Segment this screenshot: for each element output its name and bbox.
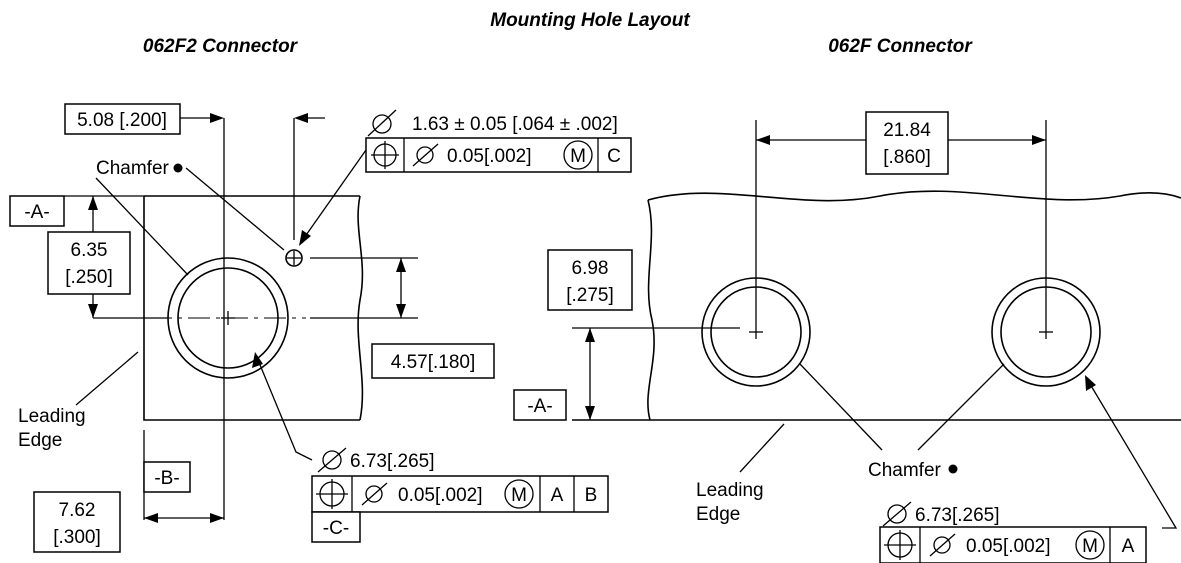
right-hole-datum: A — [1122, 536, 1135, 557]
mmc-symbol — [563, 140, 593, 170]
small-hole-size-label: 1.63 ± 0.05 [.064 ± .002] — [412, 114, 618, 135]
dim-vert-box — [47, 231, 131, 295]
dim-spacing-box — [865, 111, 949, 175]
right-hole-tolerance: 0.05[.002] — [966, 536, 1051, 557]
small-hole-leader-arrow — [299, 230, 311, 246]
chamfer-main-leader — [95, 177, 189, 276]
dim-vert-2: [.250] — [65, 267, 113, 288]
right-leading-edge-leader — [739, 423, 785, 473]
dim-bottom-2: [.300] — [53, 527, 101, 548]
small-hole-size: 1.63 ± 0.05 [.064 ± .002] — [367, 109, 618, 137]
right-chamfer-label: Chamfer — [868, 460, 942, 481]
left-datum-a: -A- — [24, 202, 49, 223]
dim-top-right-arrow — [294, 113, 308, 123]
small-hole-fcf: 0.05[.002] M C — [365, 137, 632, 173]
dim-small-label: 4.57[.180] — [391, 352, 476, 373]
right-chamfer-leader-1 — [799, 363, 883, 451]
main-hole-size-label: 6.73[.265] — [350, 451, 435, 472]
left-datum-c-box — [311, 511, 361, 543]
left-leading-edge-2: Edge — [18, 430, 62, 451]
diagram-title: Mounting Hole Layout — [490, 10, 690, 31]
left-leading-edge-leader — [75, 351, 139, 406]
diameter-symbol — [372, 114, 392, 134]
dim-top-arrow — [210, 113, 224, 123]
mmc-symbol — [1075, 530, 1105, 560]
right-hole-leader — [1089, 383, 1178, 529]
left-heading: 062F2 Connector — [143, 36, 299, 57]
dim-spacing-2: [.860] — [883, 147, 931, 168]
right-datum-a-box — [513, 389, 567, 421]
diameter-slash — [367, 109, 397, 137]
main-hole-datum-1: A — [551, 485, 564, 506]
main-hole-modifier: M — [511, 485, 527, 506]
right-heading: 062F Connector — [828, 36, 973, 57]
right-datum-a: -A- — [527, 396, 552, 417]
right-connector: 21.84 [.860] 6.98 [.275] -A- Leading Edg… — [513, 111, 1181, 563]
small-hole-leader — [303, 149, 367, 239]
left-leading-edge-1: Leading — [18, 406, 86, 427]
right-chamfer-leader-2 — [917, 363, 1005, 451]
dim-spacing-1: 21.84 — [883, 120, 931, 141]
dim-height-1: 6.98 — [572, 258, 609, 279]
dim-vert-1: 6.35 — [71, 240, 108, 261]
diameter-symbol — [416, 146, 434, 164]
small-hole-datum: C — [607, 146, 621, 167]
left-datum-c: -C- — [323, 518, 349, 539]
right-hole-size: 6.73[.265] — [882, 501, 1000, 527]
dim-bottom-box — [33, 491, 121, 553]
right-chamfer-bullet — [948, 464, 958, 474]
main-hole-datum-2: B — [585, 485, 598, 506]
diameter-symbol — [365, 485, 383, 503]
main-hole-leader — [257, 359, 313, 461]
left-connector-body — [143, 195, 360, 421]
small-hole — [285, 249, 303, 267]
right-hole-size-label: 6.73[.265] — [915, 505, 1000, 526]
dim-height-2: [.275] — [566, 285, 614, 306]
right-leading-edge-1: Leading — [696, 480, 764, 501]
main-hole-size: 6.73[.265] — [317, 447, 435, 473]
right-hole-fcf-frame — [879, 526, 1147, 563]
dim-top-box — [64, 103, 181, 135]
left-connector: 5.08 [.200] 1.63 ± 0.05 [.064 ± .002] 0.… — [9, 103, 632, 553]
dim-top-label: 5.08 [.200] — [77, 110, 167, 131]
main-hole-fcf: 0.05[.002] M A B — [311, 475, 609, 513]
right-hole-modifier: M — [1082, 536, 1098, 557]
mmc-symbol — [504, 479, 534, 509]
right-leading-edge-2: Edge — [696, 504, 740, 525]
left-connector-break — [357, 195, 364, 421]
small-hole-modifier: M — [570, 146, 586, 167]
chamfer-small-leader — [185, 167, 285, 251]
dim-small-box — [371, 343, 495, 379]
main-hole-tolerance: 0.05[.002] — [398, 485, 483, 506]
small-hole-tolerance: 0.05[.002] — [447, 146, 532, 167]
left-datum-a-box — [9, 195, 65, 227]
dim-bottom-1: 7.62 — [59, 500, 96, 521]
left-datum-b-box — [143, 461, 191, 493]
left-chamfer-label: Chamfer — [96, 158, 170, 179]
right-hole-fcf: 0.05[.002] M A — [879, 526, 1147, 563]
left-datum-b: -B- — [154, 468, 179, 489]
chamfer-bullet — [173, 163, 183, 173]
right-connector-left-break — [647, 199, 655, 421]
main-hole-fcf-frame — [311, 475, 609, 513]
diameter-symbol — [933, 536, 951, 554]
dim-height-box — [547, 249, 633, 311]
right-connector-top-break — [647, 190, 1181, 202]
